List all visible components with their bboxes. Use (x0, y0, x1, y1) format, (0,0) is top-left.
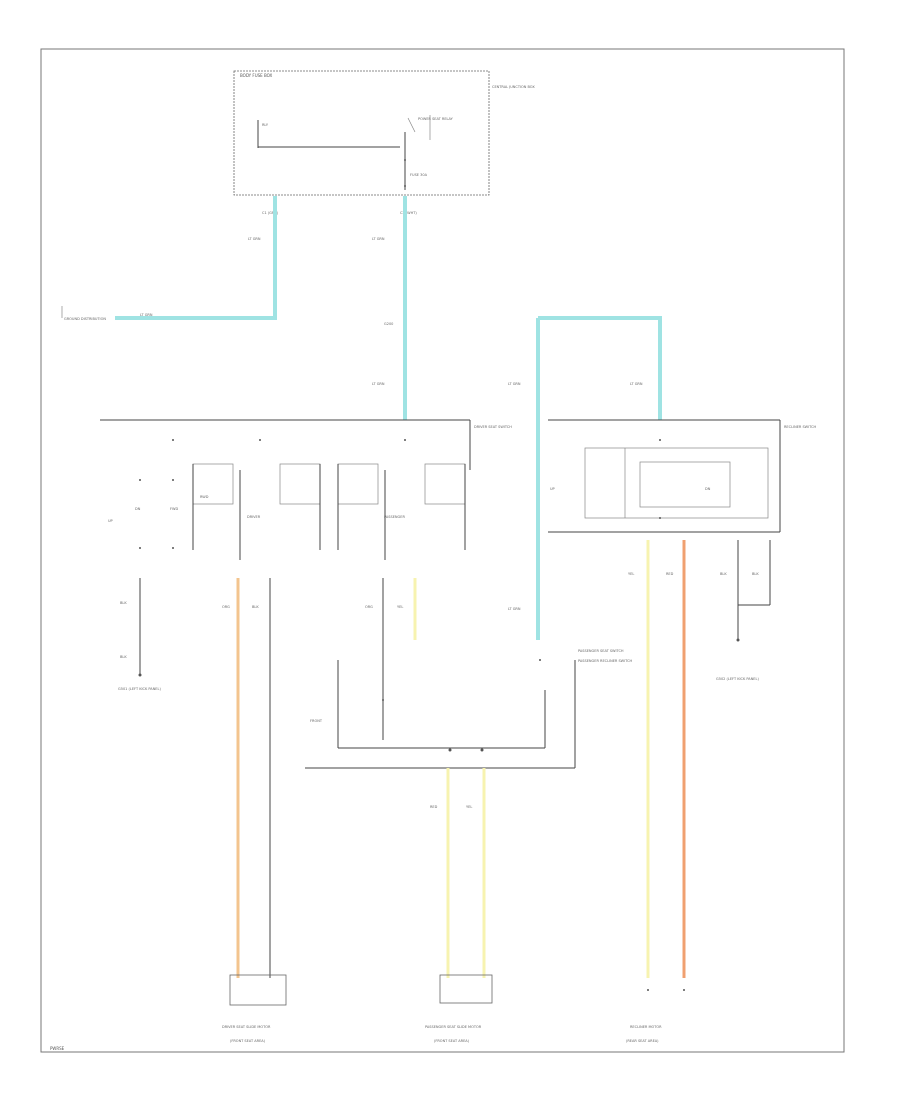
passenger-seat-switch: PASSENGER SEAT SWITCH FRONT (305, 649, 624, 769)
svg-text:(REAR SEAT AREA): (REAR SEAT AREA) (626, 1039, 659, 1043)
cyan-wire-right (538, 316, 662, 420)
fuse-box: BODY FUSE BOX CENTRAL JUNCTION BOX RLY P… (233, 70, 535, 196)
wire-label-lt-grn-3: LT GRN (372, 382, 385, 386)
wire-label-lt-grn-4: LT GRN (508, 382, 521, 386)
svg-text:G502 (LEFT KICK PANEL): G502 (LEFT KICK PANEL) (716, 677, 759, 681)
driver-seat-motor: DRIVER SEAT SLIDE MOTOR (FRONT SEAT AREA… (222, 974, 287, 1043)
page-frame (40, 48, 845, 1053)
svg-text:BLK: BLK (720, 572, 727, 576)
svg-text:PASSENGER SEAT SLIDE MOTOR: PASSENGER SEAT SLIDE MOTOR (425, 1025, 482, 1029)
wire-label-lt-grn-1: LT GRN (248, 237, 261, 241)
gw-label: G200 (384, 322, 393, 326)
wire-label-red-1: RED (430, 805, 438, 809)
wire-label-yel-3: YEL (628, 572, 634, 576)
svg-text:(FRONT SEAT AREA): (FRONT SEAT AREA) (230, 1039, 266, 1043)
svg-text:POWER SEAT RELAY: POWER SEAT RELAY (418, 117, 454, 121)
svg-text:DN: DN (705, 487, 711, 491)
svg-text:BLK: BLK (752, 572, 759, 576)
svg-text:FUSE 30A: FUSE 30A (410, 173, 428, 177)
svg-text:RLY: RLY (262, 123, 269, 127)
page-number: PWRSE (50, 1046, 65, 1051)
svg-text:(FRONT SEAT AREA): (FRONT SEAT AREA) (434, 1039, 470, 1043)
svg-text:PASSENGER SEAT SWITCH: PASSENGER SEAT SWITCH (578, 649, 624, 653)
svg-text:BLK: BLK (120, 601, 127, 605)
driver-seat-switch: DRIVER SEAT SWITCH UP DN FWD DRIVER RWD … (100, 419, 512, 560)
wire-label-red-2: RED (666, 572, 674, 576)
svg-text:FRONT: FRONT (310, 719, 323, 723)
pass-recliner-switch-label: PASSENGER RECLINER SWITCH (578, 659, 633, 663)
wire-label-lt-grn-6: LT GRN (508, 607, 521, 611)
svg-text:BLK: BLK (120, 655, 127, 659)
svg-text:LT GRN: LT GRN (140, 313, 153, 317)
passenger-seat-motor: PASSENGER SEAT SLIDE MOTOR (FRONT SEAT A… (425, 974, 493, 1043)
ground-distribution: GROUND DISTRIBUTION LT GRN (61, 306, 153, 321)
svg-text:G501 (LEFT KICK PANEL): G501 (LEFT KICK PANEL) (118, 687, 161, 691)
svg-text:PASSENGER: PASSENGER (384, 515, 405, 519)
wire-label-org-1: ORG (222, 605, 230, 609)
svg-text:DRIVER SEAT SLIDE MOTOR: DRIVER SEAT SLIDE MOTOR (222, 1025, 271, 1029)
wire-label-yel-2: YEL (466, 805, 472, 809)
wire-label-org-2: ORG (365, 605, 373, 609)
connector-left: C1 (GRN) (262, 211, 279, 215)
ground-right: BLK BLK G502 (LEFT KICK PANEL) (716, 540, 771, 681)
wire-label-lt-grn-2: LT GRN (372, 237, 385, 241)
svg-text:DRIVER: DRIVER (247, 515, 261, 519)
wire-label-yel-1: YEL (397, 605, 403, 609)
svg-text:GROUND DISTRIBUTION: GROUND DISTRIBUTION (64, 317, 106, 321)
wire-label-lt-grn-5: LT GRN (630, 382, 643, 386)
wire-label-blk-1: BLK (252, 605, 259, 609)
recliner-motor: RECLINER MOTOR (REAR SEAT AREA) (626, 989, 685, 1043)
svg-text:UP: UP (108, 519, 113, 523)
svg-text:BODY FUSE BOX: BODY FUSE BOX (240, 73, 273, 78)
cyan-wire-left (115, 196, 277, 320)
svg-text:FWD: FWD (170, 507, 178, 511)
svg-text:CENTRAL JUNCTION BOX: CENTRAL JUNCTION BOX (492, 85, 535, 89)
svg-text:RECLINER SWITCH: RECLINER SWITCH (784, 425, 817, 429)
svg-text:UP: UP (550, 487, 555, 491)
connector-right: C2 (WHT) (400, 211, 417, 215)
ground-left: BLK BLK G501 (LEFT KICK PANEL) (118, 578, 161, 691)
svg-text:DRIVER SEAT SWITCH: DRIVER SEAT SWITCH (474, 425, 512, 429)
svg-text:DN: DN (135, 507, 141, 511)
svg-text:RWD: RWD (200, 495, 209, 499)
recliner-switch: RECLINER SWITCH UP DN (548, 419, 817, 533)
svg-text:RECLINER MOTOR: RECLINER MOTOR (630, 1025, 662, 1029)
